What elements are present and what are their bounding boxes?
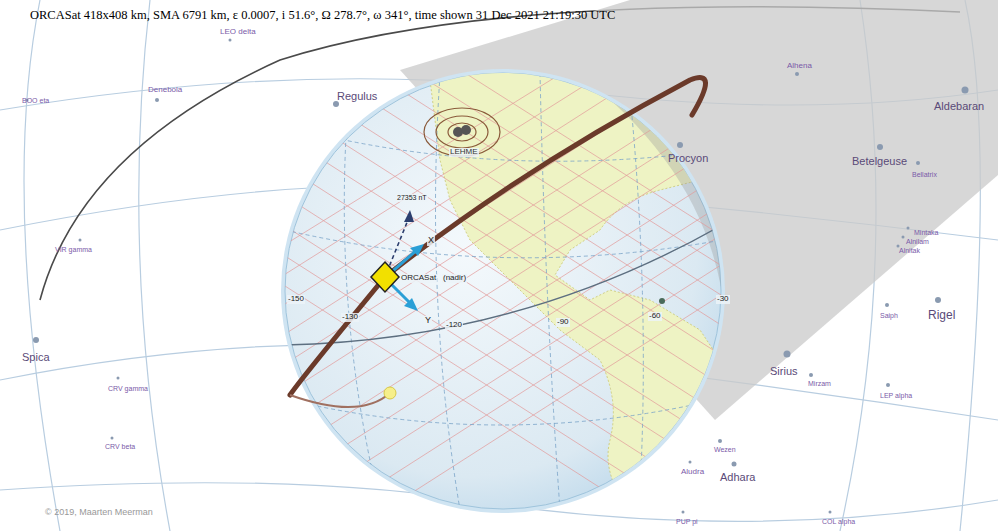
ground-station-rings [424, 108, 500, 156]
star-name: Sirius [770, 365, 798, 377]
star-name: Mintaka [914, 229, 939, 237]
star-name: Alhena [787, 62, 812, 71]
title: ORCASat 418x408 km, SMA 6791 km, ε 0.000… [30, 8, 615, 23]
star-name: Aldebaran [934, 100, 984, 112]
longitude-label: -60 [648, 312, 662, 321]
field-vector [387, 215, 410, 272]
star-name: Betelgeuse [852, 155, 907, 167]
longitude-label: -90 [556, 318, 570, 327]
star-name: VIR gamma [55, 246, 92, 254]
star-name: Denebola [148, 86, 182, 95]
graticule [285, 73, 722, 510]
star-name: COL alpha [822, 518, 855, 526]
star-name: CRV gamma [108, 385, 148, 393]
satellite-symbol [371, 262, 399, 292]
reference-ring [285, 225, 722, 345]
star-name: Spica [22, 351, 50, 363]
axis-note: (nadir) [442, 274, 467, 283]
star-name: Rigel [928, 309, 955, 322]
star-name: Saiph [880, 312, 898, 320]
field-value: 27353 nT [396, 194, 428, 202]
longitude-label: -120 [445, 321, 463, 330]
star-name: Mirzam [808, 380, 831, 388]
stars [26, 39, 969, 514]
orbit-segment [290, 393, 390, 407]
longitude-label: -30 [716, 295, 730, 304]
star-name: Alnilam [906, 238, 929, 246]
longitude-label: -130 [341, 313, 359, 322]
sun-point [384, 387, 396, 399]
axis-label: Y [424, 316, 432, 326]
star-name: Wezen [714, 446, 736, 454]
star-name: CRV beta [105, 443, 135, 451]
star-name: PUP pi [676, 518, 698, 526]
star-name: Procyon [668, 152, 708, 164]
arrow-head [404, 298, 418, 311]
orbit-near-side [290, 78, 706, 395]
star-name: Aludra [681, 468, 704, 477]
longitude-label: -150 [287, 295, 305, 304]
watermark: © 2019, Maarten Meerman [45, 508, 153, 518]
star-name: Bellatrix [912, 171, 937, 179]
axis-label: X [427, 236, 435, 246]
arrow-head [410, 244, 424, 256]
star-name: BOO eta [22, 97, 49, 105]
star-name: Regulus [337, 90, 377, 102]
ground-station-name: LEHME [449, 148, 479, 157]
star-name: Adhara [720, 471, 755, 483]
star-name: LEO delta [220, 28, 256, 37]
ground-tracks [260, 0, 760, 531]
ground-station-icon [453, 125, 471, 137]
star-name: Alnitak [899, 247, 920, 255]
marker-dot [659, 298, 665, 304]
arrow-head [404, 210, 414, 222]
star-name: LEP alpha [880, 392, 912, 400]
satellite-name: ORCASat [400, 274, 437, 283]
